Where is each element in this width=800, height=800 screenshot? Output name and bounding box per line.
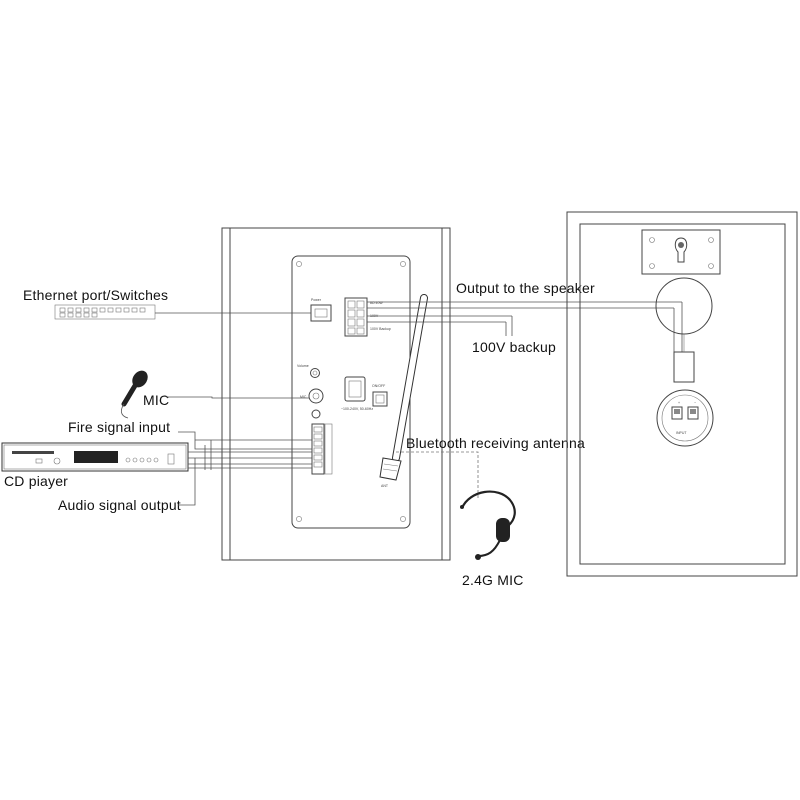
svg-text:ON/OFF: ON/OFF <box>372 384 385 388</box>
input-terminal-strip <box>311 423 333 475</box>
wireless-link-line <box>396 451 479 500</box>
fire-signal-label: Fire signal input <box>68 419 170 435</box>
audio-output-label: Audio signal output <box>58 497 181 513</box>
svg-text:Volume: Volume <box>297 364 309 368</box>
headset-mic-icon <box>460 490 516 560</box>
speaker-enclosure <box>566 211 798 577</box>
svg-text:100V Backup: 100V Backup <box>370 327 391 331</box>
aux-jack <box>311 409 321 419</box>
speaker-input-label: INPUT <box>676 431 687 435</box>
backup-cables <box>367 315 513 336</box>
output-speaker-label: Output to the speaker <box>456 280 595 296</box>
rj45-port: Power <box>310 298 332 322</box>
svg-text:MIC: MIC <box>300 395 307 399</box>
cd-player-label: CD piayer <box>4 473 68 489</box>
antenna-label: ANT <box>381 484 389 488</box>
power-inlet: ~100-240V, 50-60Hz <box>341 376 373 411</box>
cd-player-icon <box>1 442 189 472</box>
switch-ports <box>59 307 146 318</box>
speaker-terminal-block: 8Ω 40W 100V 100V Backup <box>344 297 391 337</box>
volume-knob: Volume <box>297 364 320 378</box>
mic-jack: MIC <box>300 388 324 404</box>
backup-100v-label: 100V backup <box>472 339 556 355</box>
audio-output-bracket <box>178 458 196 506</box>
fire-signal-bracket <box>178 431 312 450</box>
speaker-input-terminal: + − INPUT <box>656 389 714 447</box>
svg-text:8Ω 40W: 8Ω 40W <box>370 301 383 305</box>
mic-24g-label: 2.4G MIC <box>462 572 524 588</box>
amplifier-cabinet <box>221 227 451 561</box>
ethernet-switch: Ethernet port/Switches <box>23 287 168 320</box>
mic-cable <box>166 396 309 399</box>
microphone-icon <box>120 370 148 419</box>
bluetooth-antenna: ANT <box>379 294 428 488</box>
ethernet-label: Ethernet port/Switches <box>23 287 168 303</box>
bluetooth-label: Bluetooth receiving antenna <box>406 435 585 451</box>
mic-label: MIC <box>143 392 169 408</box>
power-switch: ON/OFF <box>372 384 388 407</box>
mounting-bracket <box>641 229 721 275</box>
svg-text:+: + <box>678 401 680 405</box>
svg-text:Power: Power <box>311 298 322 302</box>
svg-text:−: − <box>694 401 696 405</box>
speaker-transformer <box>655 277 713 383</box>
cd-signal-lines <box>188 440 312 470</box>
svg-text:~100-240V, 50-60Hz: ~100-240V, 50-60Hz <box>341 407 373 411</box>
speaker-output-cables <box>367 301 683 352</box>
